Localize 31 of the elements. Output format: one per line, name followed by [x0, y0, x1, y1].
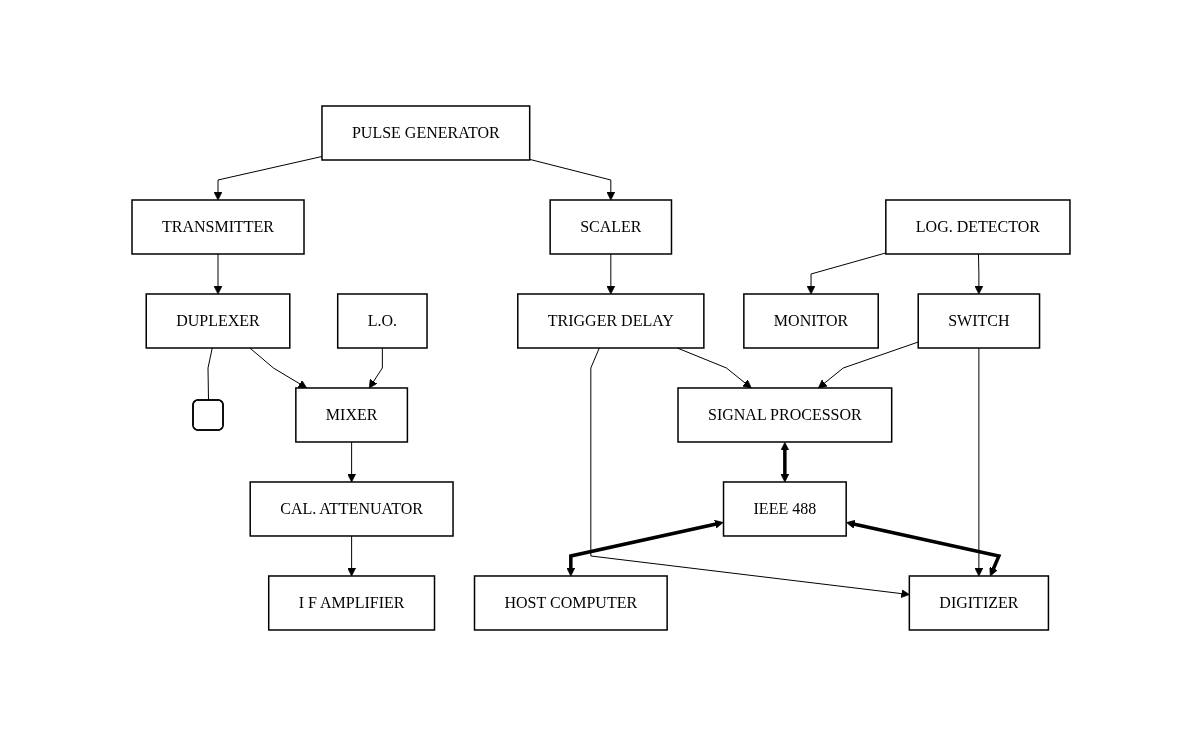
arrow — [346, 441, 356, 482]
node-box: DIGITIZER — [908, 574, 1049, 631]
node-box: MONITOR — [742, 292, 879, 349]
node-box: IEEE 488 — [722, 480, 847, 537]
arrow — [213, 155, 322, 200]
arrow — [779, 441, 789, 482]
arrow — [248, 347, 307, 388]
node-box: I F AMPLIFIER — [267, 574, 435, 631]
arrow — [974, 347, 983, 576]
node-box: TRIGGER DELAY — [516, 292, 705, 349]
arrow — [213, 253, 222, 294]
arrow — [346, 535, 356, 576]
connector — [207, 347, 213, 401]
arrow — [528, 158, 615, 200]
node-box: CAL. ATTENUATOR — [248, 480, 454, 537]
node-box: TRANSMITTER — [130, 198, 305, 255]
arrow — [605, 253, 615, 294]
node-box: MIXER — [294, 386, 408, 443]
node-box: L.O. — [336, 292, 428, 349]
arrow — [974, 253, 983, 294]
node-box: SCALER — [548, 198, 672, 255]
node-box: HOST COMPUTER — [473, 574, 668, 631]
node-box: SIGNAL PROCESSOR — [676, 386, 892, 443]
arrow — [845, 519, 1001, 576]
node-box: SWITCH — [917, 292, 1040, 349]
node-box: PULSE GENERATOR — [320, 104, 530, 161]
node-box: DUPLEXER — [145, 292, 291, 349]
arrow — [565, 519, 724, 576]
arrow — [368, 347, 383, 388]
arrow — [806, 251, 886, 294]
node-box: LOG. DETECTOR — [884, 198, 1071, 255]
